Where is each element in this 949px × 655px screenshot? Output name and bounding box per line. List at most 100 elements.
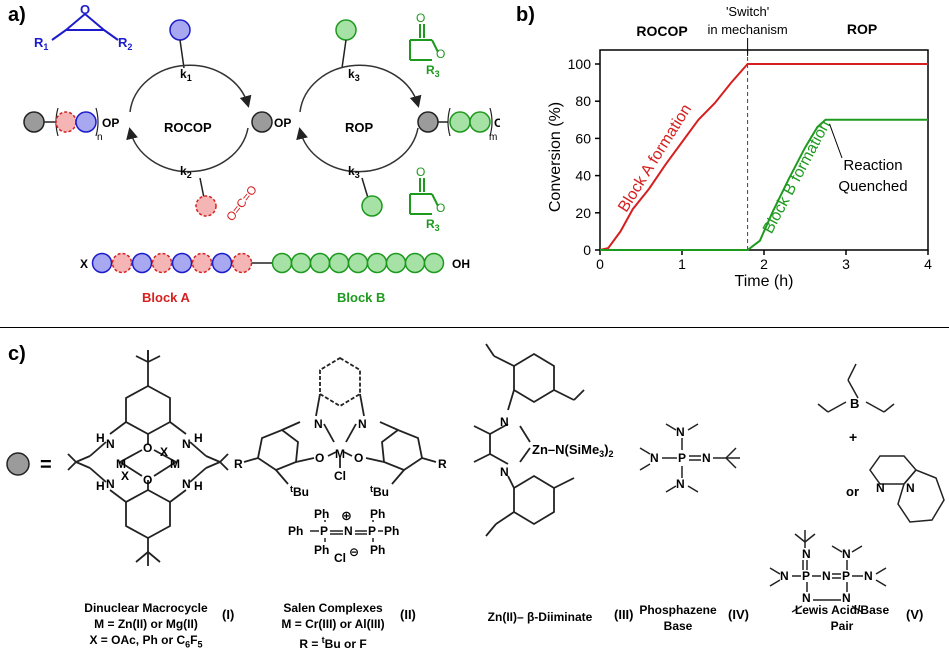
ppn-ph-4: Ph <box>370 507 385 521</box>
caption-ii-line1: Salen Complexes <box>283 601 383 615</box>
y-tick-label: 40 <box>575 168 591 184</box>
block-a-chain <box>91 252 253 274</box>
chain-lactone-bead <box>366 252 388 274</box>
salen-r-right: R <box>438 457 447 471</box>
chain-lactone-bead <box>309 252 331 274</box>
caption-ii-line2: M = Cr(III) or Al(III) <box>281 617 385 631</box>
rop-arrow-bottom <box>296 127 419 173</box>
epoxide-structure <box>51 13 119 41</box>
macro-h-tl: H <box>96 431 105 445</box>
p1-p: P <box>678 451 686 465</box>
macro-n-tl: N <box>106 437 115 451</box>
k3-label-top: k3 <box>348 67 360 83</box>
block-a-label: Block A <box>142 290 191 305</box>
chain-epoxide-bead <box>131 252 153 274</box>
ppn-p-right: P <box>368 524 376 538</box>
macro-h-tr: H <box>194 431 203 445</box>
chain-lactone-bead <box>271 252 293 274</box>
chain-co2-bead <box>231 252 253 274</box>
epoxide-monomer-circle <box>169 19 191 41</box>
macro-n-tr: N <box>182 437 191 451</box>
caption-ii-line3: R = tBu or F <box>299 635 367 651</box>
macro-h-br: H <box>194 479 203 493</box>
bdi-zn-amide: Zn–N(SiMe3)2 <box>532 442 614 459</box>
r3-label-top: R3 <box>426 63 440 79</box>
rop-arrow-top <box>299 64 422 113</box>
caption-macrocycle: Dinuclear Macrocycle M = Zn(II) or Mg(II… <box>56 600 236 652</box>
y-tick-label: 100 <box>568 56 592 72</box>
rocop-arrow-top <box>129 64 252 113</box>
p2-n-right: N <box>864 569 873 583</box>
salen-tbu-right: tBu <box>370 484 389 499</box>
panel-c-label: c) <box>8 343 26 365</box>
salen-n-right: N <box>358 417 367 431</box>
caption-bdi: Zn(II)– β-Diiminate <box>470 609 610 625</box>
y-tick-label: 60 <box>575 130 591 146</box>
r2-label: R2 <box>118 35 132 52</box>
equals-sign: = <box>40 454 52 476</box>
dbu-structure <box>869 455 945 523</box>
annotation-switch-2: in mechanism <box>707 22 787 37</box>
co2-structure: O=C=O <box>223 183 259 224</box>
ppn-cl: Cl <box>334 551 346 565</box>
caption-v-line2: Pair <box>830 619 854 633</box>
p1-n-top: N <box>676 425 685 439</box>
salen-metal: M <box>335 447 345 461</box>
ppn-ph-6: Ph <box>370 543 385 557</box>
label-ii: (II) <box>400 607 416 622</box>
p2-n-left-bottom: N <box>802 591 811 605</box>
y-tick-label: 20 <box>575 205 591 221</box>
lactone-unit-circle-1 <box>449 111 471 133</box>
repeat-m-label: m <box>489 132 497 143</box>
series-label-block-a: Block A formation <box>615 101 695 215</box>
p2-p-right: P <box>842 569 850 583</box>
bdi-n-top: N <box>500 415 509 429</box>
macro-n-br: N <box>182 477 191 491</box>
series-line-block-b <box>600 118 928 251</box>
caption-iv-line2: Base <box>663 619 693 633</box>
ppn-ph-3: Ph <box>314 543 329 557</box>
caption-i-line1: Dinuclear Macrocycle <box>84 601 208 615</box>
chain-co2-bead <box>111 252 133 274</box>
caption-iii-line1: Zn(II)– β-Diiminate <box>487 610 593 624</box>
ppn-p-left: P <box>320 524 328 538</box>
label-iv: (IV) <box>728 607 749 622</box>
co2-monomer-circle <box>195 195 217 217</box>
y-tick-label: 0 <box>583 242 591 258</box>
panel-b-label: b) <box>516 4 535 26</box>
chain-lactone-bead <box>423 252 445 274</box>
left-op-label: OP <box>102 116 119 130</box>
p1-n-left: N <box>650 451 659 465</box>
co2-unit-circle <box>55 111 77 133</box>
label-i: (I) <box>222 607 235 622</box>
macro-x-bottom: X <box>121 469 129 483</box>
lactone-bottom-carbonyl-o: O <box>416 165 425 179</box>
caption-iv-line1: Phosphazene <box>639 603 717 617</box>
caption-i-line2: M = Zn(II) or Mg(II) <box>94 617 198 631</box>
series-line-block-a <box>599 63 928 251</box>
salen-n-left: N <box>314 417 323 431</box>
p2-n-top: N <box>802 547 811 561</box>
dbu-n-imine: N <box>876 481 885 495</box>
caption-phosphazene: Phosphazene Base <box>628 602 728 634</box>
epoxide-oxygen: O <box>80 2 90 17</box>
p2-n-right-bottom: N <box>842 591 851 605</box>
x-axis-label: Time (h) <box>735 273 794 290</box>
epoxide-unit-circle <box>75 111 97 133</box>
lactone-top-carbonyl-o: O <box>416 11 425 25</box>
x-tick-label: 0 <box>596 256 604 272</box>
p2-n-left: N <box>780 569 789 583</box>
dbu-n-amine: N <box>906 481 915 495</box>
p2-n-right-top: N <box>842 547 851 561</box>
macro-o-top: O <box>143 441 152 455</box>
macro-o-bottom: O <box>143 473 152 487</box>
rop-cycle-label: ROP <box>345 120 374 135</box>
ppn-ph-2: Ph <box>288 524 303 538</box>
annotation-quench-2: Quenched <box>838 178 907 195</box>
lactone-structure-top <box>409 24 439 61</box>
lactone-structure-bottom <box>409 178 439 215</box>
lactone-top-ring-o: O <box>436 47 445 61</box>
chain-epoxide-bead <box>91 252 113 274</box>
x-tick-label: 4 <box>924 256 932 272</box>
